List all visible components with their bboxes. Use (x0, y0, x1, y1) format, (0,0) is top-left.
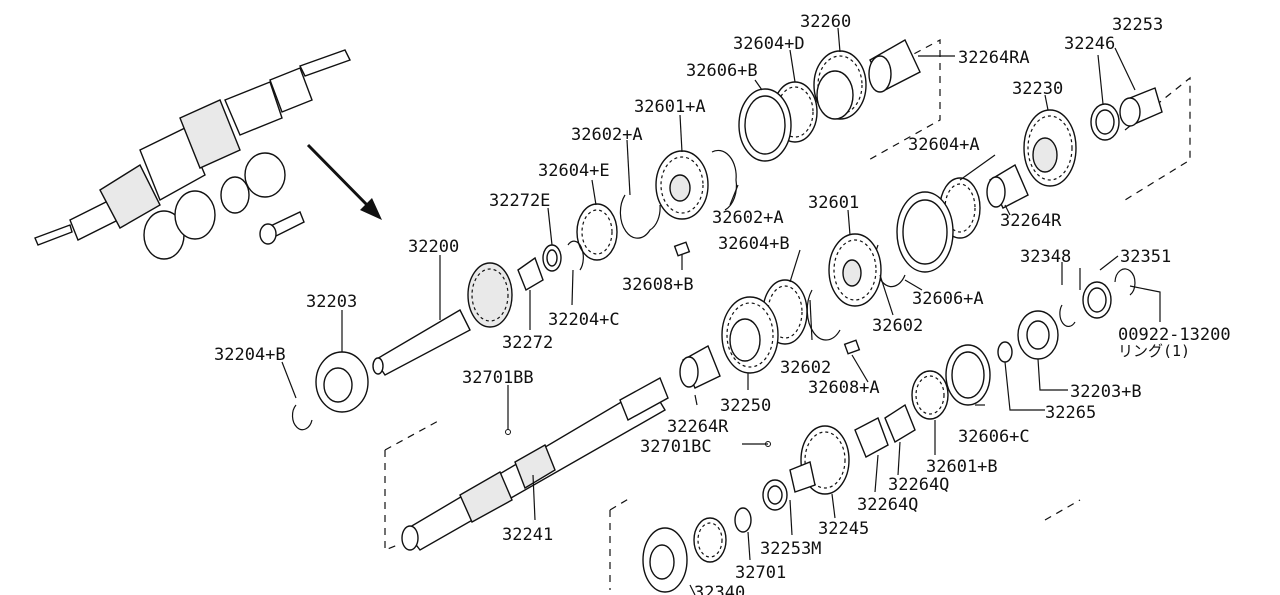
label-32601A[interactable]: 32601+A (634, 97, 706, 117)
label-32203[interactable]: 32203 (306, 292, 357, 312)
label-32265[interactable]: 32265 (1045, 403, 1096, 423)
label-32602A-top[interactable]: 32602+A (571, 125, 643, 145)
direction-arrow (306, 143, 382, 220)
part-32601A[interactable] (655, 150, 709, 220)
part-32351[interactable] (1114, 268, 1136, 296)
label-32701BC[interactable]: 32701BC (640, 437, 712, 457)
label-32241[interactable]: 32241 (502, 525, 553, 545)
label-32606C[interactable]: 32606+C (958, 427, 1030, 447)
label-32272[interactable]: 32272 (502, 333, 553, 353)
part-32340[interactable] (642, 517, 727, 593)
part-32608B[interactable] (673, 241, 691, 257)
part-32264RA[interactable] (868, 39, 921, 93)
label-ring-qty[interactable]: リング(1) (1118, 342, 1190, 360)
part-32260[interactable] (813, 50, 867, 120)
label-32203B[interactable]: 32203+B (1070, 382, 1142, 402)
part-32604E[interactable] (576, 203, 618, 261)
label-32604D[interactable]: 32604+D (733, 34, 805, 54)
part-32601[interactable] (828, 233, 882, 307)
label-32253[interactable]: 32253 (1112, 15, 1163, 35)
part-32608A[interactable] (843, 339, 861, 355)
part-32250[interactable] (721, 296, 779, 374)
label-32348[interactable]: 32348 (1020, 247, 1071, 267)
part-32264Q-upper[interactable] (884, 403, 916, 444)
label-32253M[interactable]: 32253M (760, 539, 821, 559)
label-32264Q-a[interactable]: 32264Q (888, 475, 949, 495)
label-32340[interactable]: 32340 (694, 583, 745, 595)
label-32250[interactable]: 32250 (720, 396, 771, 416)
part-32200[interactable] (372, 262, 513, 376)
leader-lines (281, 27, 1161, 595)
label-32200[interactable]: 32200 (408, 237, 459, 257)
label-32604B[interactable]: 32604+B (718, 234, 790, 254)
part-32253M[interactable] (762, 479, 788, 511)
label-32601[interactable]: 32601 (808, 193, 859, 213)
label-32245[interactable]: 32245 (818, 519, 869, 539)
label-32604E[interactable]: 32604+E (538, 161, 610, 181)
label-32606B[interactable]: 32606+B (686, 61, 758, 81)
label-32264RA[interactable]: 32264RA (958, 48, 1030, 68)
part-32203[interactable] (315, 351, 369, 413)
part-labels: 32260 32604+D 32264RA 32606+B 32601+A 32… (214, 12, 1231, 595)
label-32602-low[interactable]: 32602 (780, 358, 831, 378)
part-32264R-upper[interactable] (986, 163, 1029, 209)
part-32348[interactable] (1059, 281, 1112, 328)
label-32606A[interactable]: 32606+A (912, 289, 984, 309)
label-32264R-top[interactable]: 32264R (1000, 211, 1062, 231)
part-32264Q-lower[interactable] (854, 417, 889, 458)
part-32264R-mid[interactable] (679, 344, 721, 389)
label-32601B[interactable]: 32601+B (926, 457, 998, 477)
label-32260[interactable]: 32260 (800, 12, 851, 32)
part-spring-upper[interactable] (619, 194, 661, 239)
label-32602A-mid[interactable]: 32602+A (712, 208, 784, 228)
label-32204B[interactable]: 32204+B (214, 345, 286, 365)
label-32272E[interactable]: 32272E (489, 191, 550, 211)
part-32230[interactable] (1023, 109, 1077, 187)
label-32701BB[interactable]: 32701BB (462, 368, 534, 388)
part-32701[interactable] (734, 507, 752, 533)
label-32602[interactable]: 32602 (872, 316, 923, 336)
label-32351[interactable]: 32351 (1120, 247, 1171, 267)
part-32265[interactable] (997, 341, 1013, 363)
label-32230[interactable]: 32230 (1012, 79, 1063, 99)
part-32272E[interactable] (542, 244, 562, 272)
label-32264Q-b[interactable]: 32264Q (857, 495, 918, 515)
part-32601B[interactable] (911, 370, 949, 420)
label-32264R-mid[interactable]: 32264R (667, 417, 729, 437)
label-32246[interactable]: 32246 (1064, 34, 1115, 54)
part-32204B[interactable] (291, 404, 313, 431)
label-32608B[interactable]: 32608+B (622, 275, 694, 295)
part-32241[interactable] (401, 377, 669, 551)
part-32606B[interactable] (738, 88, 792, 162)
label-32701[interactable]: 32701 (735, 563, 786, 583)
part-32203B[interactable] (1017, 310, 1059, 360)
part-32245[interactable] (789, 425, 850, 495)
label-00922-13200[interactable]: 00922-13200 (1118, 325, 1231, 345)
label-32604A[interactable]: 32604+A (908, 135, 980, 155)
part-32204C[interactable] (567, 240, 584, 271)
part-32606C[interactable] (945, 344, 991, 406)
label-32204C[interactable]: 32204+C (548, 310, 620, 330)
part-32602-lower[interactable] (806, 289, 841, 341)
part-32602A-top[interactable] (711, 149, 738, 211)
assembly-inset-illustration (34, 49, 351, 260)
part-32246[interactable] (1090, 103, 1120, 141)
part-32606A[interactable] (896, 191, 954, 273)
part-32272[interactable] (517, 256, 544, 292)
part-32253[interactable] (1119, 87, 1163, 127)
label-32608A[interactable]: 32608+A (808, 378, 880, 398)
